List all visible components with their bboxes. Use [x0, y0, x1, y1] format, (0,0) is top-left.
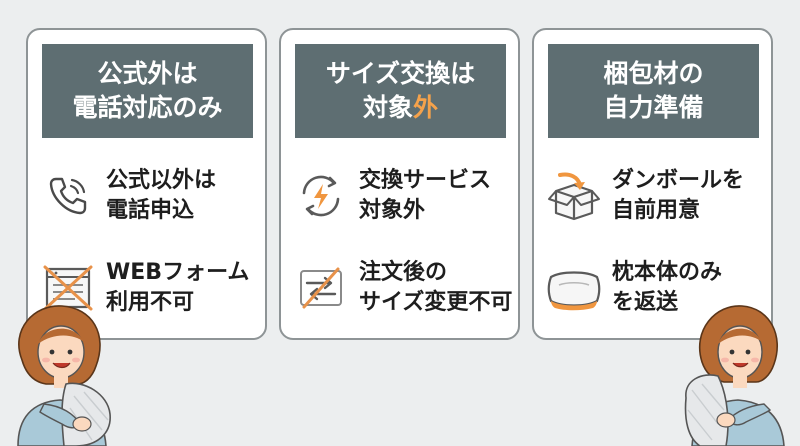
item-label-line: サイズ変更不可 [359, 290, 513, 315]
header-line: 対象外 [363, 91, 438, 125]
item-label-line: 枕本体のみ [612, 260, 723, 285]
header-line: サイズ交換は [325, 59, 476, 88]
woman-holding-pillow-illustration [678, 300, 796, 446]
item-label-line: 交換サービス [359, 168, 492, 193]
header-line: 梱包材の [603, 59, 704, 88]
phone-icon [38, 166, 98, 226]
item-label-line: 対象外 [359, 198, 426, 223]
list-item: 注文後の サイズ変更不可 [291, 248, 513, 328]
item-label: 公式以外は 電話申込 [106, 166, 216, 226]
item-label-line: 注文後の [359, 260, 448, 285]
header-line: 公式外は [97, 59, 198, 88]
header-line: 電話対応のみ [72, 93, 223, 122]
list-item: 交換サービス 対象外 [291, 156, 513, 236]
item-label: ダンボールを 自前用意 [612, 166, 744, 226]
list-item: 枕本体のみ を返送 [544, 248, 766, 328]
list-item: ダンボールを 自前用意 [544, 156, 766, 236]
woman-holding-pillow-illustration [4, 300, 122, 446]
card-header: サイズ交換は 対象外 [295, 44, 506, 138]
item-label: 交換サービス 対象外 [359, 166, 491, 226]
header-highlight: 外 [413, 93, 439, 122]
card-no-size-exchange: サイズ交換は 対象外 交換サービス 対象外 [279, 28, 520, 340]
item-label-line: 公式以外は [106, 168, 217, 193]
item-label-line: 利用不可 [106, 290, 195, 315]
exchange-cycle-icon [291, 166, 351, 226]
item-label-line: 電話申込 [106, 198, 195, 223]
card-packing-materials: 梱包材の 自力準備 ダンボールを 自前用意 [532, 28, 773, 340]
item-label: 枕本体のみ を返送 [612, 258, 722, 318]
no-exchange-icon [291, 258, 351, 318]
list-item: 公式以外は 電話申込 [38, 156, 260, 236]
card-phone-only: 公式外は 電話対応のみ 公式以外は 電話申込 [26, 28, 267, 340]
card-header: 梱包材の 自力準備 [548, 44, 759, 138]
pillow-icon [544, 258, 604, 318]
cardboard-box-icon [544, 166, 604, 226]
list-item: WEBフォーム 利用不可 [38, 248, 260, 328]
item-label-line: ダンボールを [612, 168, 745, 193]
header-text: 対象 [362, 93, 413, 122]
item-label-line: WEBフォーム [106, 260, 250, 285]
item-label: WEBフォーム 利用不可 [106, 258, 249, 318]
card-header: 公式外は 電話対応のみ [42, 44, 253, 138]
header-line: 自力準備 [603, 93, 704, 122]
item-label: 注文後の サイズ変更不可 [359, 258, 512, 318]
web-form-crossed-icon [38, 258, 98, 318]
item-label-line: 自前用意 [612, 198, 701, 223]
item-label-line: を返送 [612, 290, 679, 315]
